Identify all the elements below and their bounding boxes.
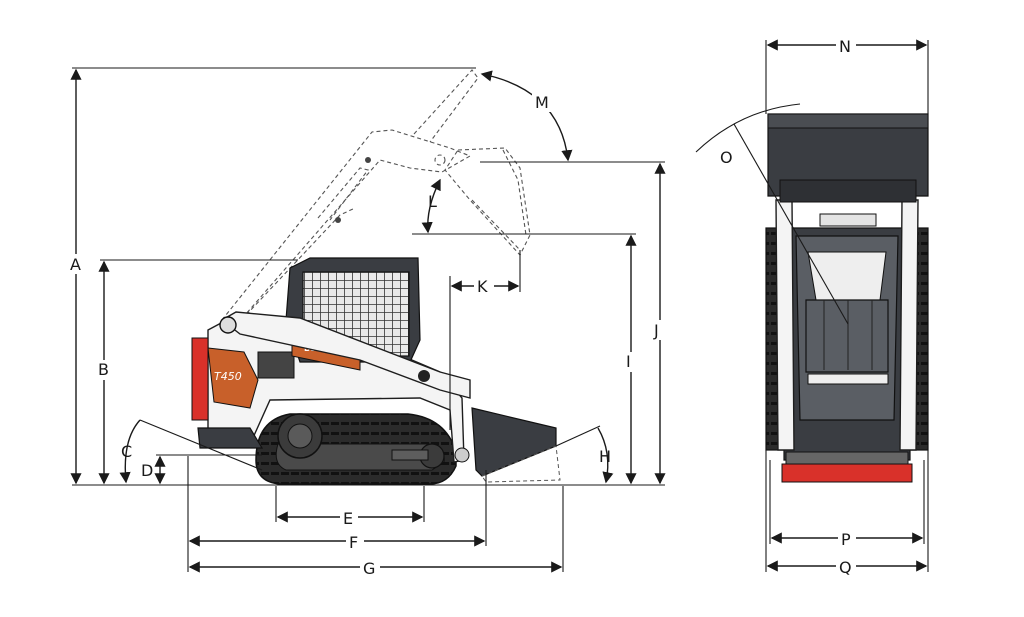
dim-g-label: G [363, 559, 375, 578]
model-badge: T450 [214, 370, 242, 383]
rear-bumper [781, 463, 913, 483]
dim-q-label: Q [839, 558, 852, 577]
dim-h-label: H [599, 447, 611, 466]
dim-h-arc [597, 427, 614, 484]
dim-m-label: M [535, 93, 549, 112]
bucket [471, 407, 557, 477]
dim-f-label: F [349, 533, 358, 552]
machine-body: T450 Bobcat [191, 257, 561, 483]
raised-lift-arm [221, 69, 531, 331]
dim-d-label: D [141, 461, 153, 480]
top-view: N O P Q [695, 36, 929, 577]
rear-counterweight [191, 337, 209, 421]
engine-grille [257, 351, 295, 379]
side-view: T450 Bobcat A B C [66, 67, 669, 578]
dim-o-label: O [720, 148, 733, 167]
dim-j-label: J [653, 321, 659, 340]
dim-k-label: K [477, 277, 488, 296]
dim-c-label: C [121, 442, 132, 461]
track-assembly [255, 413, 457, 485]
dim-i-label: I [626, 352, 631, 371]
dim-n-label: N [839, 37, 851, 56]
dim-p-label: P [841, 530, 851, 549]
dim-b-label: B [98, 360, 109, 379]
dim-m-arc [480, 70, 573, 162]
dim-c-line [139, 419, 263, 471]
dim-a-label: A [70, 255, 81, 274]
dim-l-arc [421, 178, 441, 234]
dim-l-label: L [428, 192, 437, 211]
dim-c-arc [119, 419, 141, 484]
side-panel [207, 347, 259, 409]
dim-e-label: E [343, 509, 353, 528]
